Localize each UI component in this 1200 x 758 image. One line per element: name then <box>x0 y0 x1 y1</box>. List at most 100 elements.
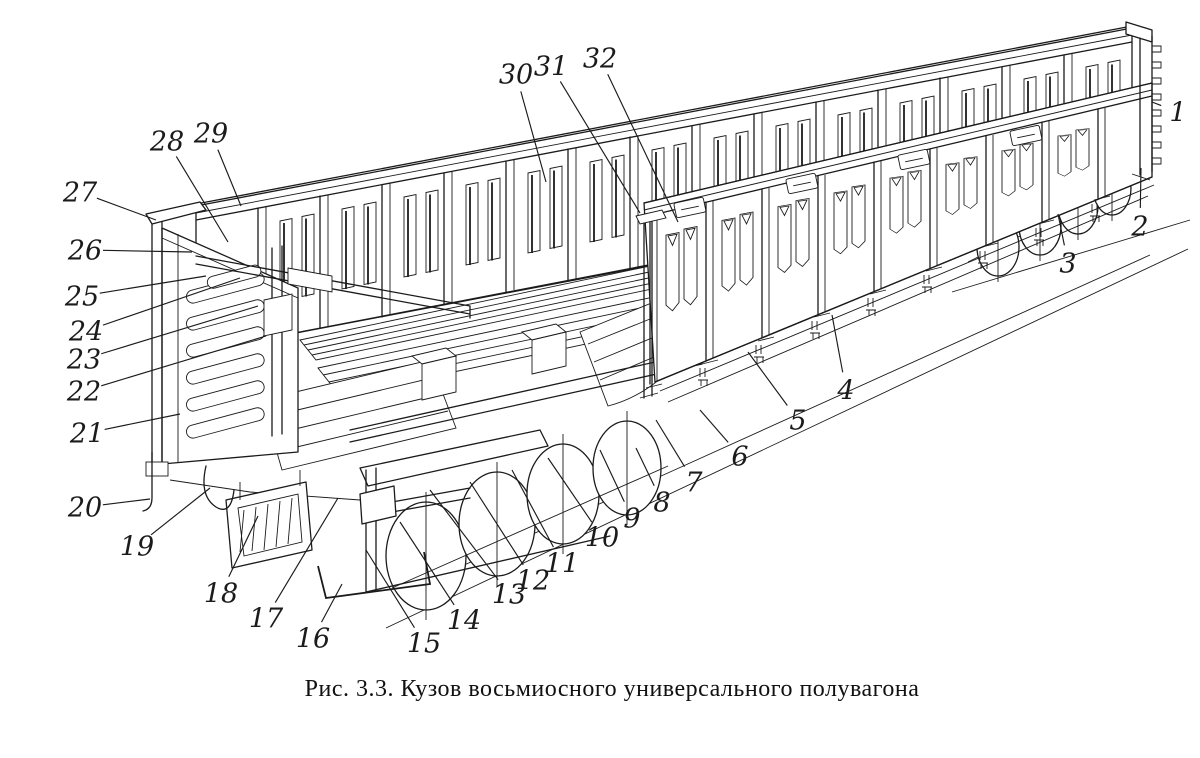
callout-number-2: 2 <box>1130 211 1148 242</box>
callout-16: 16 <box>296 583 343 654</box>
leader-line-29 <box>217 149 242 207</box>
leader-line-10 <box>547 457 593 523</box>
handrail-front <box>317 551 432 599</box>
leader-line-20 <box>102 498 151 506</box>
leader-line-24 <box>102 277 241 326</box>
callout-24: 24 <box>68 277 241 347</box>
leader-line-8 <box>635 447 655 487</box>
callout-18: 18 <box>204 515 259 609</box>
figure-caption: Рис. 3.3. Кузов восьмиосного универсальн… <box>304 676 920 702</box>
leader-line-15 <box>365 549 415 629</box>
callout-number-14: 14 <box>447 605 481 636</box>
callout-number-13: 13 <box>492 579 526 610</box>
callout-9: 9 <box>599 449 641 534</box>
callout-13: 13 <box>429 489 526 610</box>
leader-line-28 <box>175 156 229 243</box>
callout-29: 29 <box>193 118 242 207</box>
callout-17: 17 <box>249 497 339 634</box>
callout-number-7: 7 <box>685 467 703 498</box>
leader-line-21 <box>104 413 181 430</box>
end-ladder <box>1131 35 1162 181</box>
callout-3: 3 <box>1057 213 1077 279</box>
leader-line-7 <box>655 419 686 467</box>
callout-number-5: 5 <box>789 405 806 436</box>
callout-number-17: 17 <box>249 603 284 634</box>
callout-number-30: 30 <box>499 59 533 90</box>
leader-line-22 <box>101 335 267 387</box>
callout-12: 12 <box>469 481 550 596</box>
callout-number-4: 4 <box>836 375 854 406</box>
leader-line-19 <box>150 487 211 536</box>
callout-number-22: 22 <box>66 376 101 407</box>
leader-line-3 <box>1057 213 1065 246</box>
callout-number-3: 3 <box>1059 248 1076 279</box>
callout-number-8: 8 <box>653 487 670 518</box>
leader-line-27 <box>96 197 157 221</box>
leader-line-12 <box>469 481 524 566</box>
leader-line-5 <box>747 351 788 406</box>
callout-number-11: 11 <box>545 548 579 579</box>
callout-30: 30 <box>499 59 547 183</box>
leader-line-2 <box>1139 167 1142 209</box>
cutaway-edge-post <box>635 209 667 399</box>
floor-hatches <box>261 265 703 471</box>
near-side-wall <box>643 82 1155 392</box>
leader-line-23 <box>101 305 259 355</box>
callout-number-16: 16 <box>296 623 330 654</box>
callout-number-26: 26 <box>67 235 102 266</box>
callout-number-20: 20 <box>67 492 102 523</box>
leader-line-4 <box>831 314 844 373</box>
leader-line-30 <box>520 91 547 183</box>
callout-10: 10 <box>547 457 619 553</box>
callout-number-18: 18 <box>204 578 238 609</box>
callout-2: 2 <box>1130 167 1149 242</box>
callout-number-29: 29 <box>193 118 228 149</box>
callout-number-32: 32 <box>583 43 617 74</box>
callout-number-15: 15 <box>407 628 441 659</box>
callout-26: 26 <box>67 235 193 266</box>
callout-number-21: 21 <box>69 418 104 449</box>
callout-number-25: 25 <box>64 281 99 312</box>
callout-1: 1 <box>1151 97 1187 128</box>
footstep <box>225 470 313 569</box>
leader-line-31 <box>559 81 641 214</box>
callout-11: 11 <box>511 469 579 579</box>
callout-21: 21 <box>69 413 181 449</box>
callout-number-12: 12 <box>516 565 550 596</box>
callout-8: 8 <box>635 447 671 518</box>
leader-line-13 <box>429 489 499 581</box>
callout-number-31: 31 <box>534 51 568 82</box>
leader-line-25 <box>99 275 207 294</box>
coupler <box>169 479 471 525</box>
end-wall <box>145 201 299 477</box>
callout-number-19: 19 <box>120 531 154 562</box>
leader-line-14 <box>399 521 455 606</box>
front-underframe <box>142 429 611 599</box>
leader-line-6 <box>699 409 729 443</box>
callout-23: 23 <box>66 305 259 375</box>
interior-beams <box>195 245 471 437</box>
callout-number-23: 23 <box>66 344 101 375</box>
callout-number-10: 10 <box>585 522 619 553</box>
callout-5: 5 <box>747 351 807 436</box>
leader-line-11 <box>511 469 554 548</box>
callout-number-24: 24 <box>68 316 103 347</box>
callout-20: 20 <box>67 492 151 523</box>
leader-line-17 <box>274 497 339 603</box>
leader-line-26 <box>102 249 193 253</box>
callout-6: 6 <box>699 409 749 472</box>
callout-22: 22 <box>66 335 267 407</box>
callout-27: 27 <box>62 177 157 221</box>
callout-4: 4 <box>831 314 855 406</box>
callout-15: 15 <box>365 549 441 659</box>
leader-line-1 <box>1151 101 1162 107</box>
callout-14: 14 <box>399 521 481 636</box>
callout-number-6: 6 <box>731 441 748 472</box>
callout-number-27: 27 <box>62 177 98 208</box>
callout-number-28: 28 <box>149 126 184 157</box>
brake-rod-handles <box>142 451 235 512</box>
leader-line-32 <box>607 74 679 223</box>
